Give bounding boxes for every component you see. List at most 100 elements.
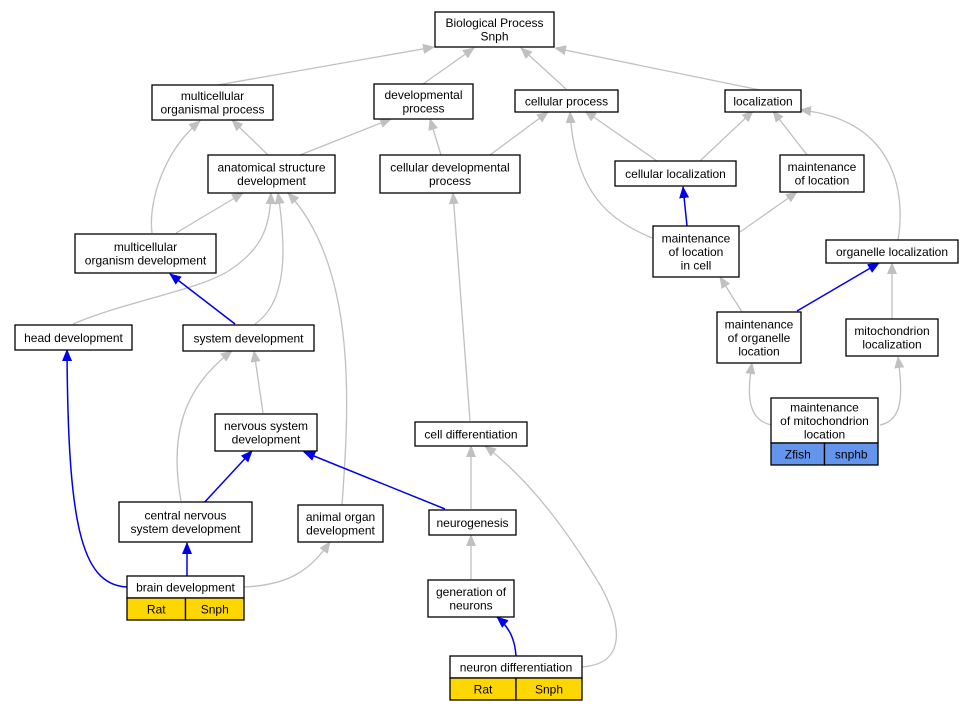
- blue-edges: [62, 186, 880, 657]
- annotation-label: Rat: [474, 682, 493, 696]
- node-label: mitochondrion: [854, 324, 929, 338]
- node-label: nervous system: [224, 419, 308, 433]
- node-hd[interactable]: head development: [14, 324, 133, 351]
- edge-cd-cdp: [448, 192, 471, 422]
- node-cp[interactable]: cellular process: [514, 89, 619, 113]
- node-label: cellular developmental: [390, 161, 509, 175]
- edge-cdp-cp: [489, 111, 549, 156]
- node-box: [614, 160, 737, 187]
- annotation-label: Zfish: [785, 447, 811, 461]
- node-label: cellular localization: [625, 167, 726, 181]
- node-box: [297, 504, 384, 543]
- edge-nd-gon: [496, 616, 517, 657]
- annotation-cell: [184, 597, 245, 621]
- node-box: [414, 421, 528, 447]
- node-label: of location: [669, 245, 724, 259]
- annotation-label: Rat: [147, 602, 166, 616]
- node-box: [724, 89, 802, 113]
- annotation-label: Snph: [201, 602, 229, 616]
- node-ol[interactable]: organelle localization: [825, 239, 959, 264]
- node-box: [182, 324, 315, 352]
- node-label: of organelle: [728, 331, 791, 345]
- edge-cl-cp: [584, 110, 658, 162]
- edge-cnsd-sd: [176, 350, 233, 502]
- node-cd[interactable]: cell differentiation: [414, 421, 528, 447]
- node-label: Snph: [480, 30, 508, 44]
- node-box: [845, 318, 939, 357]
- edge-asd-dp: [299, 118, 392, 156]
- annotation-cell: [823, 442, 879, 466]
- node-label: development: [232, 433, 301, 447]
- edge-hd-asd: [72, 192, 276, 325]
- node-box: [373, 83, 474, 120]
- node-sd[interactable]: system development: [182, 324, 315, 352]
- node-ng[interactable]: neurogenesis: [428, 509, 517, 536]
- node-label: neurogenesis: [436, 516, 508, 530]
- edge-momito-ml: [879, 356, 905, 426]
- node-box: [74, 233, 217, 274]
- node-label: localization: [862, 338, 921, 352]
- node-label: organism development: [85, 254, 207, 268]
- node-cl[interactable]: cellular localization: [614, 160, 737, 187]
- node-box: [214, 413, 318, 452]
- node-label: anatomical structure: [217, 161, 325, 175]
- edge-mod-mop: [150, 120, 201, 234]
- node-label: multicellular: [114, 240, 177, 254]
- edge-loc-bp: [554, 45, 761, 91]
- node-box: [428, 509, 517, 536]
- edge-cnsd-nsd: [201, 450, 253, 506]
- edge-sd-mod: [169, 273, 236, 325]
- edge-asd-mop: [231, 119, 269, 156]
- edge-mop-bp: [211, 43, 435, 87]
- node-label: animal organ: [306, 510, 375, 524]
- edge-molc-mol: [739, 191, 798, 233]
- edge-bd-aod: [243, 541, 331, 588]
- node-box: [770, 397, 879, 444]
- node-label: development: [237, 174, 306, 188]
- annotation-label: Snph: [535, 682, 563, 696]
- edge-moloc-ol: [796, 262, 880, 312]
- node-label: central nervous: [144, 509, 226, 523]
- node-label: neuron differentiation: [460, 660, 573, 674]
- node-loc[interactable]: localization: [724, 89, 802, 113]
- node-label: brain development: [136, 580, 235, 594]
- edge-moloc-molc: [719, 276, 743, 313]
- nodes: Biological ProcessSnphmulticellularorgan…: [14, 11, 959, 701]
- node-box: [514, 89, 619, 113]
- edge-bd-hd: [62, 349, 128, 588]
- node-label: head development: [24, 331, 123, 345]
- node-box: [118, 501, 253, 543]
- edge-molc-cl: [679, 186, 690, 227]
- node-box: [207, 154, 336, 194]
- annotation-cell: [515, 677, 583, 701]
- edge-ng-nsd: [303, 451, 446, 510]
- node-box: [779, 154, 865, 193]
- node-label: maintenance: [725, 317, 794, 331]
- node-box: [434, 11, 555, 48]
- node-label: cell differentiation: [424, 427, 517, 441]
- node-label: system development: [130, 522, 241, 536]
- gray-edges: [72, 43, 905, 668]
- node-box: [825, 239, 959, 264]
- node-label: cellular process: [525, 94, 608, 108]
- node-label: generation of: [436, 585, 507, 599]
- node-label: organismal process: [160, 103, 264, 117]
- node-box: [652, 225, 740, 278]
